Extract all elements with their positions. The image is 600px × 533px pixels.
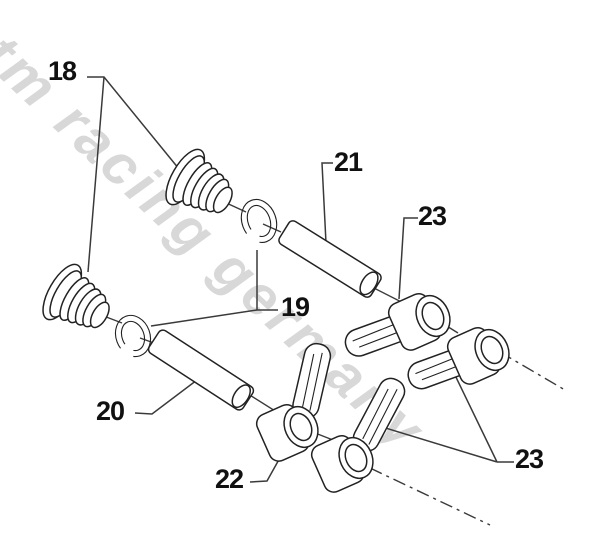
rocker-arm-lower-right (310, 377, 406, 493)
part-label-20: 20 (96, 396, 125, 426)
part-label-19: 19 (281, 292, 310, 322)
leader-line-23-upper (398, 217, 418, 300)
spring-lower (42, 263, 110, 329)
part-label-22: 22 (215, 464, 244, 494)
rocker-arm-upper-right (407, 326, 510, 390)
snap-ring-lower (114, 314, 152, 358)
part-label-18: 18 (48, 56, 77, 86)
leader-line-18 (87, 76, 189, 273)
pin-21 (278, 220, 382, 298)
rocker-arm-lower-left (255, 342, 332, 462)
leader-line-20 (134, 379, 198, 415)
leader-line-19 (150, 250, 278, 327)
part-label-23-lower: 23 (515, 444, 544, 474)
leader-line-23-lower (378, 370, 514, 463)
spring-upper (165, 148, 233, 214)
leader-line-21 (321, 162, 333, 244)
part-label-21: 21 (334, 147, 363, 177)
snap-ring-upper (240, 198, 278, 244)
part-label-23-upper: 23 (418, 201, 447, 231)
rocker-arm-upper-left (344, 292, 451, 357)
pin-20 (147, 329, 255, 411)
